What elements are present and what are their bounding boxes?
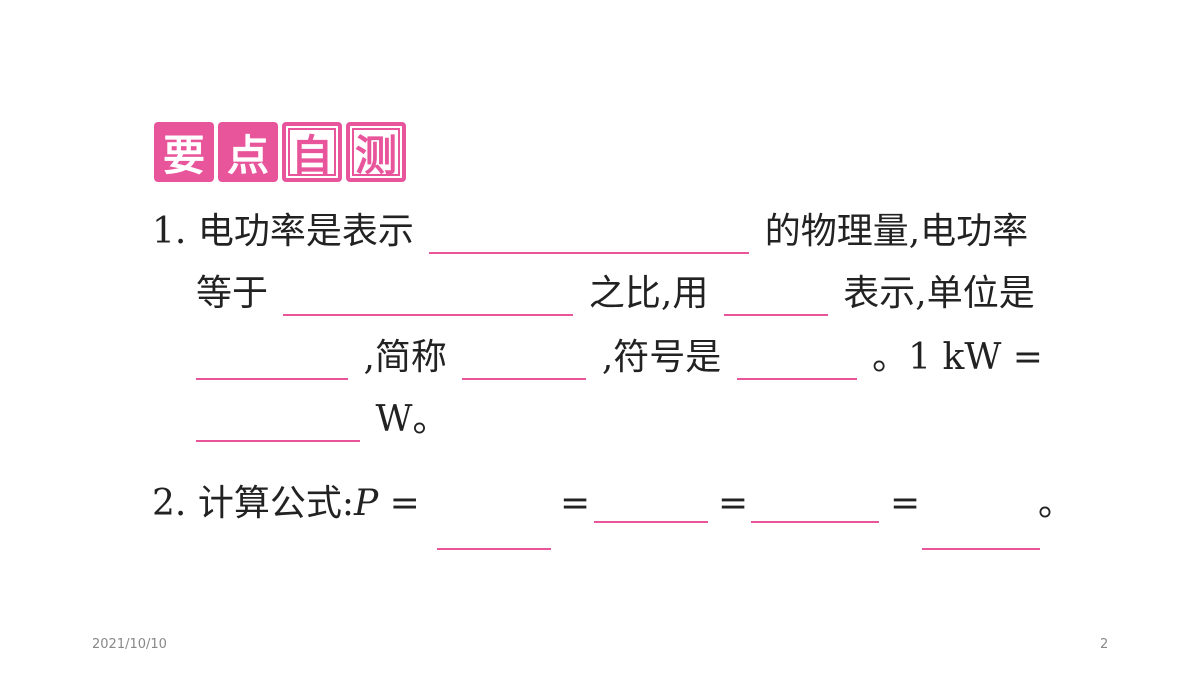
q2-eq-2: = <box>560 483 591 524</box>
q2-eq-1: = <box>389 483 420 524</box>
q1-blank-5[interactable] <box>462 342 587 380</box>
q1-text-1a: 电功率是表示 <box>197 211 414 252</box>
heading-char-4: 测 <box>346 122 406 182</box>
heading-char-2: 点 <box>218 122 278 182</box>
q2-eq-3: = <box>718 483 749 524</box>
q2-line: 2. 计算公式:P = <box>152 482 420 526</box>
q1-text-1b: 的物理量,电功率 <box>764 211 1029 252</box>
section-heading: 要 点 自 测 <box>154 122 406 182</box>
q2-var: P <box>353 483 379 524</box>
q1-blank-6[interactable] <box>736 342 857 380</box>
q2-eq-4: = <box>890 483 921 524</box>
q1-text-3c: 。1 kW = <box>872 337 1043 378</box>
q1-number: 1. <box>152 211 187 252</box>
footer-date: 2021/10/10 <box>92 637 167 652</box>
q1-line-3: ,简称 ,符号是 。1 kW = <box>196 336 1043 380</box>
q1-line-2: 等于 之比,用 表示,单位是 <box>196 272 1035 316</box>
q1-text-4a: W。 <box>375 399 449 440</box>
q1-text-3b: ,符号是 <box>601 337 722 378</box>
q2-label: 计算公式: <box>197 483 354 524</box>
footer-page-number: 2 <box>1100 637 1109 652</box>
q1-text-2b: 之比,用 <box>588 273 709 314</box>
q2-blank-3[interactable] <box>751 521 879 523</box>
q1-blank-1[interactable] <box>429 216 750 254</box>
q1-blank-7[interactable] <box>196 404 360 442</box>
q1-line-4: W。 <box>196 398 448 442</box>
q2-blank-1[interactable] <box>437 548 551 550</box>
q1-text-3a: ,简称 <box>363 337 447 378</box>
q1-blank-2[interactable] <box>283 278 574 316</box>
q2-number: 2. <box>152 483 187 524</box>
q1-blank-3[interactable] <box>723 278 828 316</box>
q1-blank-4[interactable] <box>196 342 348 380</box>
q2-blank-2[interactable] <box>594 521 708 523</box>
q1-text-2a: 等于 <box>196 273 269 314</box>
q1-text-2c: 表示,单位是 <box>843 273 1035 314</box>
heading-char-1: 要 <box>154 122 214 182</box>
q1-line-1: 1. 电功率是表示 的物理量,电功率 <box>152 210 1028 254</box>
q2-blank-4[interactable] <box>922 548 1040 550</box>
q2-end: 。 <box>1038 483 1075 524</box>
heading-char-3: 自 <box>282 122 342 182</box>
